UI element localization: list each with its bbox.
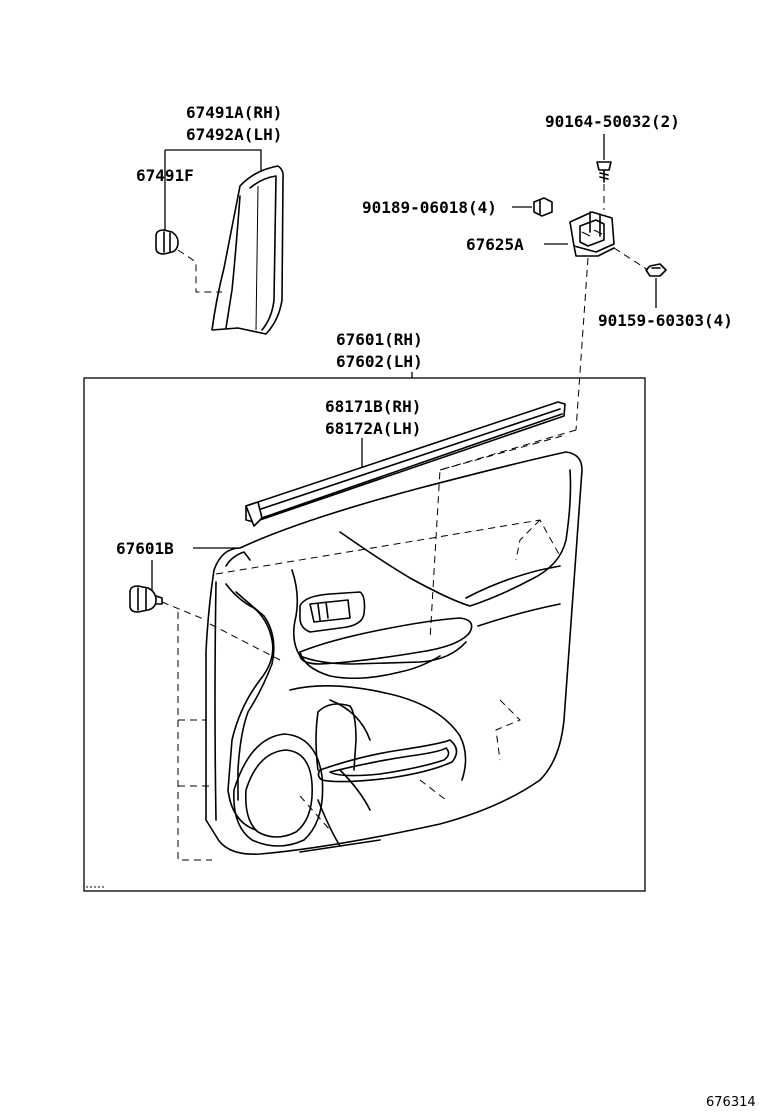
bolt-90159 [645, 263, 667, 277]
clip-67491f [155, 229, 179, 255]
inside-handle [299, 591, 366, 633]
label-67491a: 67491A(RH) [186, 103, 282, 122]
figure-reference: 676314 [706, 1095, 756, 1110]
label-67625a: 67625A [466, 235, 524, 254]
bracket-group: 90164-50032(2) 90189-06018(4) 67625A 901… [362, 112, 733, 431]
label-90189: 90189-06018(4) [362, 198, 497, 217]
door-trim-board [205, 451, 583, 855]
label-67601: 67601(RH) [336, 330, 423, 349]
nut-90189 [533, 197, 553, 217]
label-68171b: 68171B(RH) [325, 397, 421, 416]
label-67492a: 67492A(LH) [186, 125, 282, 144]
weatherstrip-68171b [245, 401, 566, 527]
leader-67491a [165, 149, 262, 176]
label-67601b: 67601B [116, 539, 174, 558]
clip-67601b [129, 585, 163, 613]
label-90159: 90159-60303(4) [598, 311, 733, 330]
assembly-frame [83, 377, 646, 892]
label-67602: 67602(LH) [336, 352, 423, 371]
speaker-grille [233, 733, 324, 847]
screw-90164 [596, 161, 612, 183]
pillar-garnish-group: 67491A(RH) 67492A(LH) 67491F [136, 103, 284, 335]
pillar-garnish [211, 165, 284, 335]
armrest [299, 617, 473, 665]
label-90164: 90164-50032(2) [545, 112, 680, 131]
door-trim-group: 67601(RH) 67602(LH) 68171B(RH) 68172A(LH… [83, 330, 646, 892]
bracket-67625a [569, 211, 615, 257]
label-68172a: 68172A(LH) [325, 419, 421, 438]
door-pocket [315, 703, 357, 771]
